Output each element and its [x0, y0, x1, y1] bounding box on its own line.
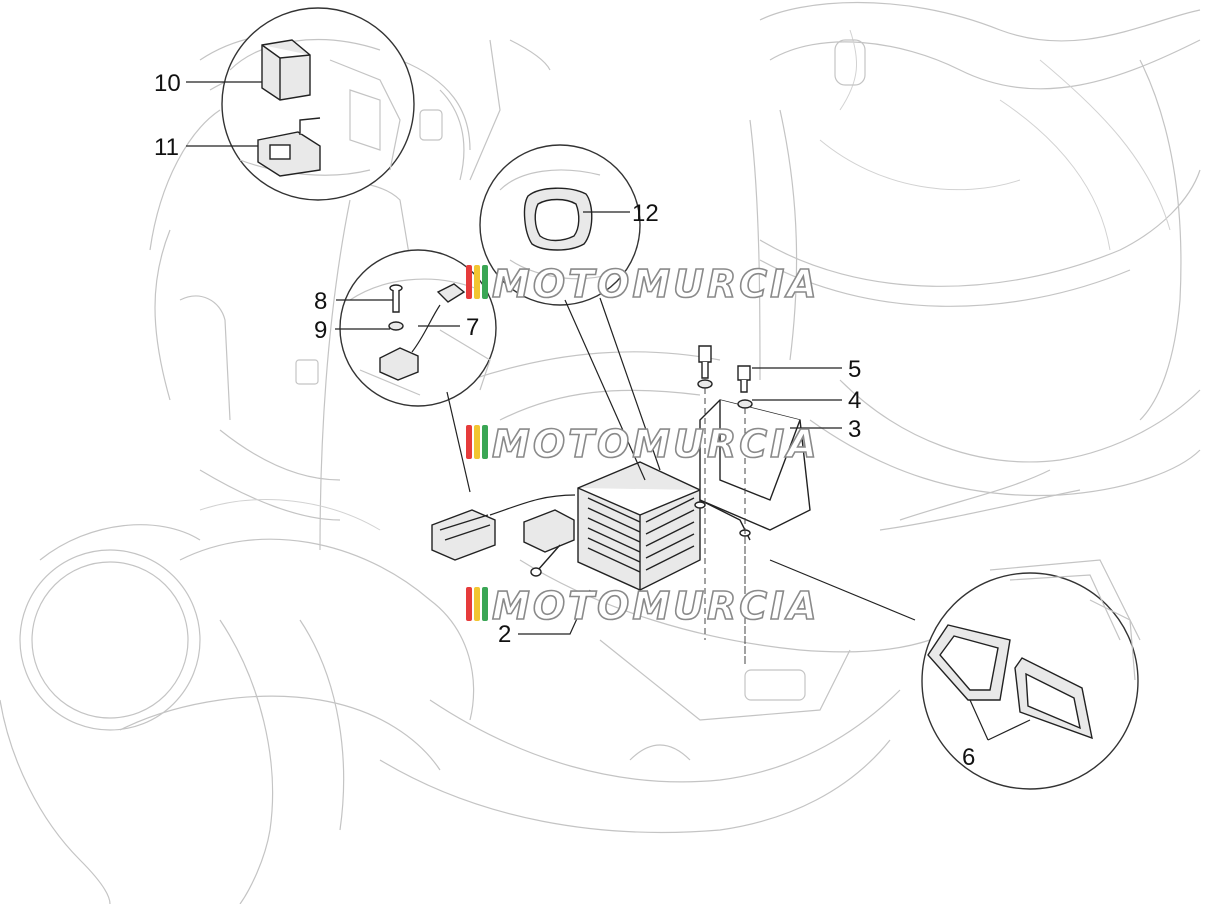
dashed-assembly-lines [704, 388, 746, 665]
callout-11: 11 [154, 134, 179, 161]
callout-12: 12 [632, 200, 659, 227]
watermark-text: MOTOMURCIA [492, 422, 820, 466]
watermark-stripe-red [466, 587, 472, 621]
watermark-stripe-green [482, 265, 488, 299]
inset-relay-detail [221, 7, 415, 201]
watermark-stripe-yellow [474, 265, 480, 299]
callout-3: 3 [848, 416, 861, 443]
callout-7: 7 [466, 314, 479, 341]
callout-2: 2 [498, 621, 511, 648]
watermark-text: MOTOMURCIA [492, 584, 820, 628]
screw-8-part [389, 284, 403, 313]
inset-sensor-detail [339, 249, 497, 493]
watermark-stripe-red [466, 425, 472, 459]
watermark-stripe-green [482, 587, 488, 621]
watermark-stripe-yellow [474, 425, 480, 459]
relay-holder-part [257, 117, 321, 177]
gasket-part-b [1014, 657, 1093, 740]
watermark-stripe-green [482, 425, 488, 459]
callout-9: 9 [314, 317, 327, 344]
inset-gasket-detail [921, 559, 1141, 790]
watermark-middle: MOTOMURCIA [466, 421, 820, 467]
wiring-connectors [431, 494, 576, 577]
bracket-3-part [694, 399, 811, 541]
leader-lines [564, 297, 916, 621]
callout-6: 6 [962, 744, 975, 771]
watermark-top: MOTOMURCIA [466, 261, 820, 307]
watermark-stripe-red [466, 265, 472, 299]
voltage-regulator-part [577, 461, 701, 591]
sensor-7-part [379, 283, 466, 381]
callout-10: 10 [154, 70, 181, 97]
callout-8: 8 [314, 288, 327, 315]
relay-part [261, 39, 311, 101]
bolts-4-5 [697, 345, 753, 409]
watermark-text: MOTOMURCIA [492, 262, 820, 306]
watermark-bottom: MOTOMURCIA [466, 583, 820, 629]
callout-4: 4 [848, 387, 861, 414]
grommet-part [523, 187, 593, 251]
washer-9-part [388, 321, 404, 331]
watermark-stripe-yellow [474, 587, 480, 621]
callout-5: 5 [848, 356, 861, 383]
callout-leaders [186, 81, 1031, 741]
gasket-part-a [927, 624, 1011, 701]
inset-grommet-detail [479, 144, 641, 306]
